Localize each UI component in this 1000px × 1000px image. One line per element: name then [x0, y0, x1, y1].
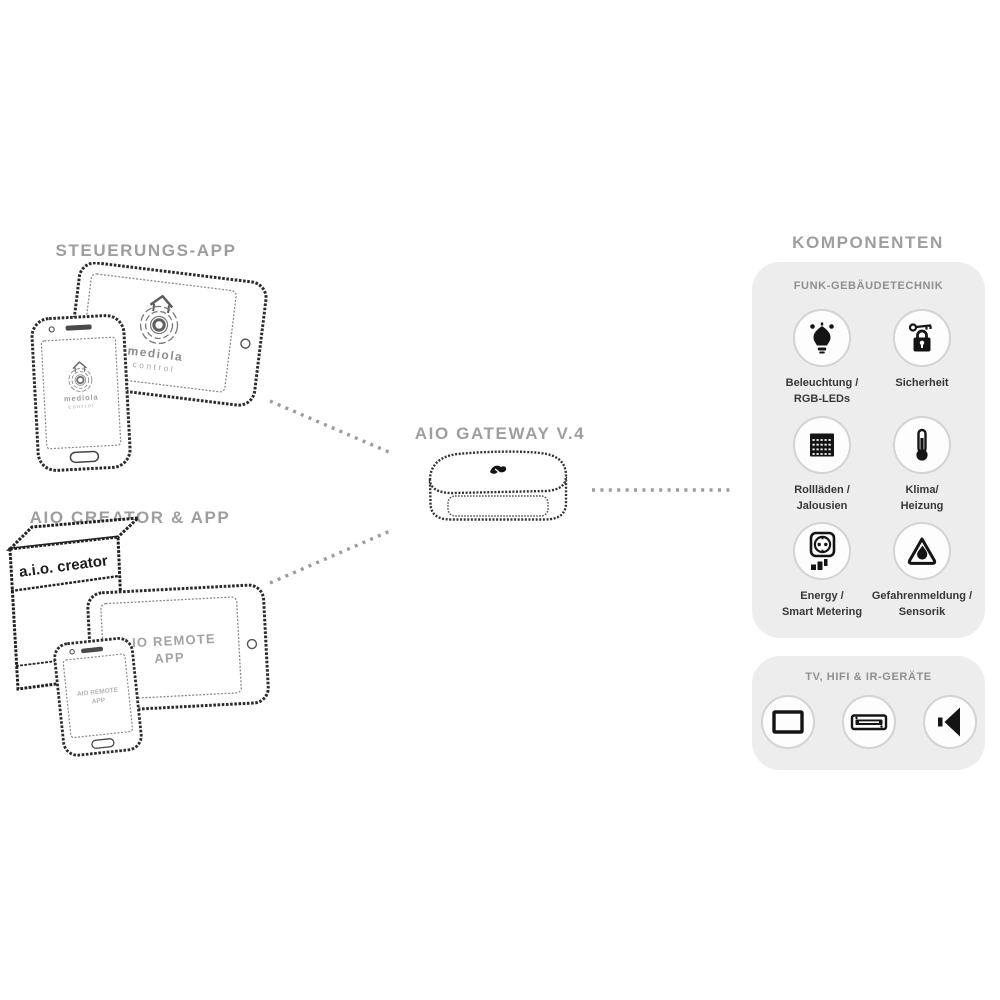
component-label-line1: Beleuchtung /: [785, 377, 859, 389]
component-label-line1: Rollläden /: [794, 484, 850, 496]
power-socket-icon-circle: [793, 522, 851, 580]
av-icon-row: [752, 695, 985, 749]
components-panel-av: TV, HIFI & IR-GERÄTE: [752, 656, 985, 770]
component-beleuchtung: Beleuchtung / RGB-LEDs: [764, 309, 880, 407]
lighting-icon: [810, 322, 834, 354]
gateway-title: AIO GATEWAY V.4: [414, 424, 586, 443]
component-rolllaeden: Rollläden / Jalousien: [764, 416, 880, 514]
connector-controlapp-gateway: [269, 399, 392, 455]
mediola-logo: mediola control: [127, 294, 184, 374]
tablet-camera-icon: [246, 638, 258, 650]
phone-home-button: [91, 738, 115, 749]
remote-app-phone-label-2: APP: [91, 697, 106, 705]
security-icon: [908, 323, 932, 352]
gateway-front-label: [447, 495, 549, 517]
phone-mediola: mediola control: [30, 314, 132, 472]
remote-app-label-2: APP: [154, 650, 185, 667]
components-panel-funk: FUNK-GEBÄUDETECHNIK Beleuchtung / RGB-LE…: [752, 262, 985, 638]
hifi-receiver-icon: [850, 714, 887, 731]
tablet-camera-icon: [240, 338, 251, 349]
remote-app-phone-label-1: AIO REMOTE: [77, 687, 119, 698]
shutter-icon-circle: [793, 416, 851, 474]
speaker-icon-circle: [922, 695, 977, 749]
component-label-line2: Heizung: [900, 500, 944, 512]
phone-speaker-icon: [65, 324, 92, 331]
power-socket-icon: [809, 531, 836, 570]
phone-aio-remote: AIO REMOTE APP: [53, 637, 143, 757]
hifi-receiver-icon-circle: [841, 695, 896, 749]
component-label-line2: RGB-LEDs: [793, 393, 851, 405]
component-label-line2: Smart Metering: [781, 606, 863, 618]
av-panel-header: TV, HIFI & IR-GERÄTE: [805, 671, 932, 683]
hazard-sensor-icon-circle: [893, 522, 951, 580]
component-gefahrenmeldung: Gefahrenmeldung / Sensorik: [864, 522, 980, 620]
component-label-line1: Klima/: [905, 484, 939, 496]
tv-icon: [771, 710, 804, 734]
hazard-sensor-icon: [907, 537, 937, 565]
component-label-line2: Jalousien: [796, 500, 848, 512]
control-app-title: STEUERUNGS-APP: [55, 241, 237, 260]
security-icon-circle: [893, 309, 951, 367]
component-sicherheit: Sicherheit: [864, 309, 980, 391]
component-label-line1: Sicherheit: [895, 377, 949, 389]
mediola-sub-small: control: [68, 403, 95, 410]
tv-icon-circle: [760, 695, 815, 749]
speaker-icon: [937, 707, 960, 737]
component-energy: Energy / Smart Metering: [764, 522, 880, 620]
lighting-icon-circle: [793, 309, 851, 367]
component-klima: Klima/ Heizung: [864, 416, 980, 514]
mediola-wordmark-small: mediola: [64, 393, 99, 404]
phone-camera-icon: [48, 326, 55, 333]
phone-camera-icon: [69, 648, 75, 655]
thermometer-icon-circle: [893, 416, 951, 474]
creator-devices: a.i.o. creator AIO REMOTE APP AIO REMOTE…: [5, 516, 270, 757]
control-app-devices: mediola control mediola control: [30, 262, 268, 472]
components-title: KOMPONENTEN: [792, 233, 944, 252]
component-label-line1: Gefahrenmeldung /: [871, 590, 973, 602]
mediola-logo-small: mediola control: [64, 361, 99, 411]
mediola-wordmark: mediola: [127, 343, 184, 364]
gateway-device: [428, 450, 568, 521]
phone-home-button: [69, 450, 100, 464]
phone-speaker-icon: [81, 646, 104, 654]
funk-panel-header: FUNK-GEBÄUDETECHNIK: [793, 280, 944, 292]
thermometer-icon: [916, 428, 928, 461]
shutter-icon: [810, 433, 834, 457]
gateway-logo-icon: [490, 465, 507, 474]
component-label-line2: Sensorik: [898, 606, 946, 618]
component-label-line1: Energy /: [800, 590, 844, 602]
connector-creator-gateway: [269, 529, 391, 585]
remote-app-label-1: AIO REMOTE: [121, 631, 216, 651]
